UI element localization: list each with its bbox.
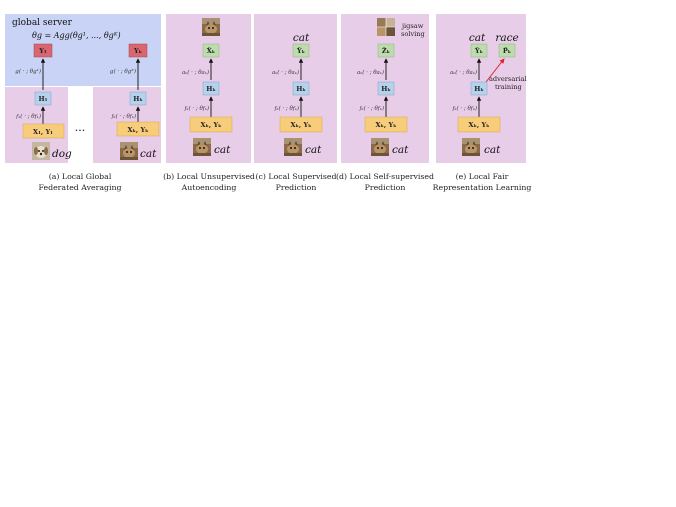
panel-e-protected-label: P̂ₖ <box>503 47 512 55</box>
caption-b-line2: Autoencoding <box>181 183 237 192</box>
panel-d-input-label: Xₖ, Yₖ <box>375 121 397 129</box>
client-k-input-box <box>116 121 160 137</box>
panel-d-input-box <box>364 116 408 133</box>
client-k-output-box <box>128 43 148 58</box>
panel-e-output-box <box>470 43 488 58</box>
caption-d-line1: (d) Local Self-supervised <box>336 172 434 181</box>
client-1-hidden-box <box>34 91 52 106</box>
aggregate-equation: θg = Agg(θg¹, ..., θgᴷ) <box>32 31 121 40</box>
panel-e-example-word: cat <box>484 144 501 156</box>
panel-b-cat-image <box>193 138 211 156</box>
client-1-input-label: X₁, Y₁ <box>33 128 53 136</box>
panel-c-input-box <box>279 116 323 133</box>
panel-c-hidden-label: Hₖ <box>296 85 306 93</box>
panel-e-hidden-box <box>470 81 488 96</box>
client-1-dog-image <box>32 142 50 160</box>
panel-e-adv-line2: training <box>495 83 522 91</box>
panel-b-input-label: Xₖ, Yₖ <box>200 121 222 129</box>
panel-e-adv-line1: adversarial <box>489 75 527 83</box>
panel-c-top-word: cat <box>293 32 310 44</box>
clients-ellipsis: ··· <box>75 124 86 137</box>
client-1-example-word: dog <box>52 148 72 160</box>
panel-e-adversarial-arrow <box>485 58 505 83</box>
panel-d-hidden-box <box>377 81 395 96</box>
panel-e-output-label: Ŷₖ <box>474 46 484 55</box>
client-k-encoder-fn: fₖ( · ; θfₖ) <box>110 113 136 120</box>
panel-e-protected-box <box>498 43 516 58</box>
panel-c-input-label: Xₖ, Yₖ <box>290 121 312 129</box>
panel-c-output-box <box>292 43 310 58</box>
panel-e-hidden-label: Hₖ <box>474 85 484 93</box>
panel-b-example-word: cat <box>214 144 231 156</box>
panel-c-cat-image <box>284 138 302 156</box>
panel-c-example-word: cat <box>305 144 322 156</box>
client-k-hidden-box <box>129 91 147 106</box>
panel-e-encoder-fn: fₖ( · ; θfₖ) <box>451 105 477 112</box>
panel-b-output-box <box>202 43 220 58</box>
panel-e-top-word-1: cat <box>469 32 486 44</box>
client-k-example-word: cat <box>140 148 157 160</box>
panel-d-hidden-label: Hₖ <box>381 85 391 93</box>
panel-c-hidden-box <box>292 81 310 96</box>
panel-d-example-word: cat <box>392 144 409 156</box>
panel-b-reconstruction-image <box>202 18 220 36</box>
panel-c-encoder-fn: fₖ( · ; θfₖ) <box>273 105 299 112</box>
panel-b-input-box <box>189 116 233 133</box>
client-k-cat-image <box>120 142 138 160</box>
client-1-output-box <box>33 43 53 58</box>
caption-c-line2: Prediction <box>276 183 317 192</box>
panel-e-input-label: Xₖ, Yₖ <box>468 121 490 129</box>
panel-d-task-line1: jigsaw <box>401 22 424 30</box>
panel-e-input-box <box>457 116 501 133</box>
panel-e-top-word-2: race <box>495 32 518 44</box>
panel-e-decoder-fn: aₖ( · ; θaₖ) <box>450 69 477 76</box>
client-k-hidden-label: Hₖ <box>133 95 143 103</box>
caption-a-line1: (a) Local Global <box>49 172 112 181</box>
caption-e-line2: Representation Learning <box>433 183 532 192</box>
panel-b-encoder-fn: fₖ( · ; θfₖ) <box>183 105 209 112</box>
caption-d-line2: Prediction <box>365 183 406 192</box>
panel-d-decoder-fn: aₖ( · ; θaₖ) <box>357 69 384 76</box>
client-1-decoder-fn: g( · ; θg¹) <box>15 68 41 75</box>
panel-b-hidden-label: Hₖ <box>206 85 216 93</box>
panel-d-jigsaw-image <box>377 18 395 36</box>
server-title: global server <box>12 18 73 28</box>
client-1-input-box <box>22 123 65 139</box>
panel-d-cat-image <box>371 138 389 156</box>
client-1-encoder-fn: f₁( · ; θf₁) <box>15 113 41 120</box>
caption-c-line1: (c) Local Supervised <box>256 172 337 181</box>
panel-e-cat-image <box>462 138 480 156</box>
client-k-decoder-fn: g( · ; θgᴷ) <box>110 68 136 75</box>
caption-e-line1: (e) Local Fair <box>456 172 509 181</box>
client-1-hidden-label: H₁ <box>39 95 48 103</box>
caption-b-line1: (b) Local Unsupervised <box>163 172 255 181</box>
client-1-output-label: Y₁ <box>38 47 47 55</box>
panel-c-decoder-fn: aₖ( · ; θaₖ) <box>272 69 299 76</box>
client-k-output-label: Yₖ <box>133 47 143 55</box>
panel-d-task-line2: solving <box>401 30 426 38</box>
panel-d-encoder-fn: fₖ( · ; θfₖ) <box>358 105 384 112</box>
panel-b-decoder-fn: aₖ( · ; θaₖ) <box>182 69 209 76</box>
panel-b-hidden-box <box>202 81 220 96</box>
panel-c-output-label: Ŷₖ <box>296 46 306 55</box>
panel-b-output-label: X̂ₖ <box>207 47 216 55</box>
panel-d-output-label: Ẑₖ <box>382 46 391 55</box>
client-k-input-label: Xₖ, Yₖ <box>127 126 149 134</box>
caption-a-line2: Federated Averaging <box>38 183 121 192</box>
panel-d-output-box <box>377 43 395 58</box>
